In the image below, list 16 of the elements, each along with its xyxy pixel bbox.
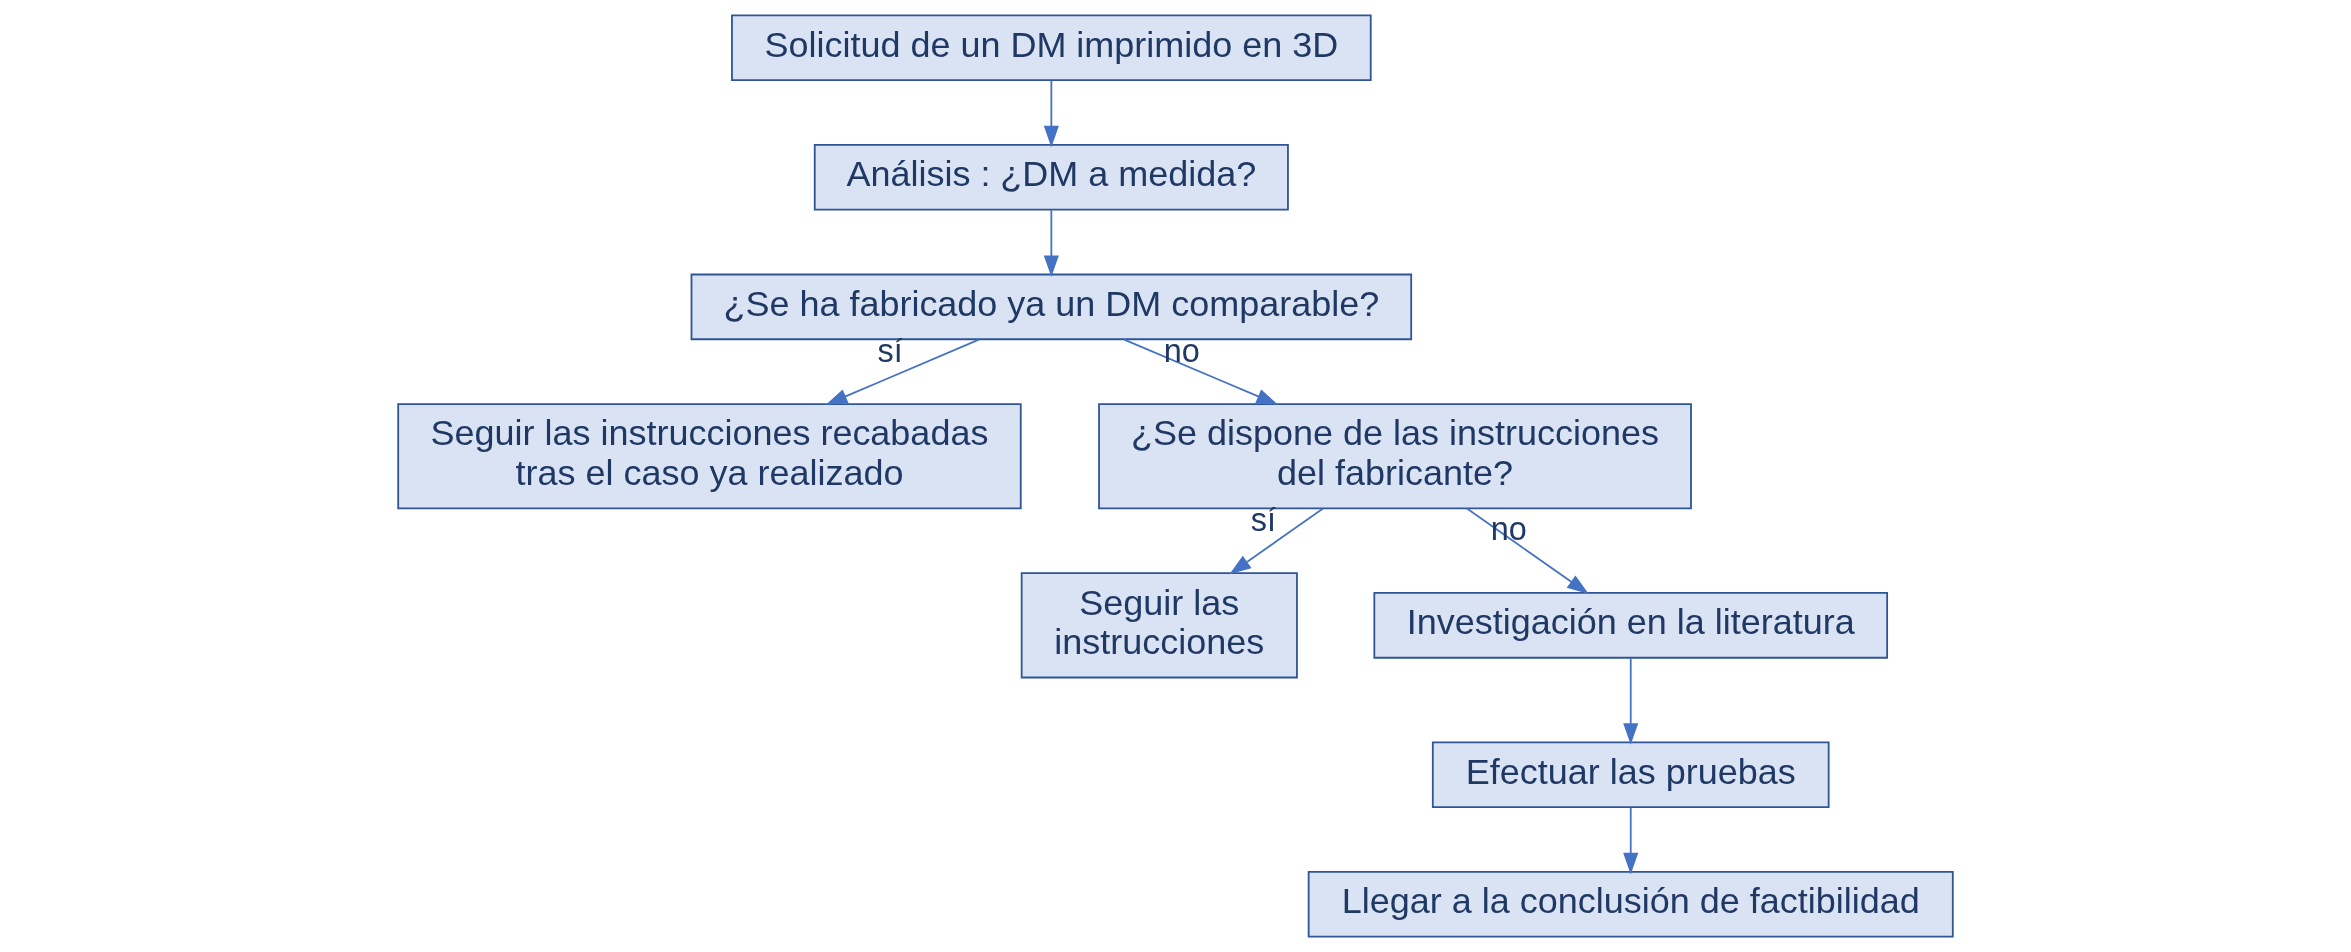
arrow <box>1043 209 1059 278</box>
node-box: Solicitud de un DM imprimido en 3D <box>731 14 1372 82</box>
node-box: Seguir las instrucciones <box>1020 572 1298 679</box>
arrow <box>825 338 980 405</box>
node-box: Análisis : ¿DM a medida? <box>813 144 1289 211</box>
arrow <box>1123 338 1279 405</box>
arrow <box>1043 79 1059 148</box>
node-box: Llegar a la conclusión de factibilidad <box>1307 870 1954 938</box>
node-box: Seguir las instrucciones recabadas tras el caso ya realizado <box>397 403 1022 510</box>
arrow <box>1623 657 1639 745</box>
node-box: Investigación en la literatura <box>1373 592 1889 659</box>
edge-label: no <box>1490 511 1527 548</box>
arrow <box>1229 507 1324 575</box>
node-box: Efectuar las pruebas <box>1431 741 1830 808</box>
arrow <box>1623 806 1639 875</box>
arrow <box>1466 507 1589 595</box>
